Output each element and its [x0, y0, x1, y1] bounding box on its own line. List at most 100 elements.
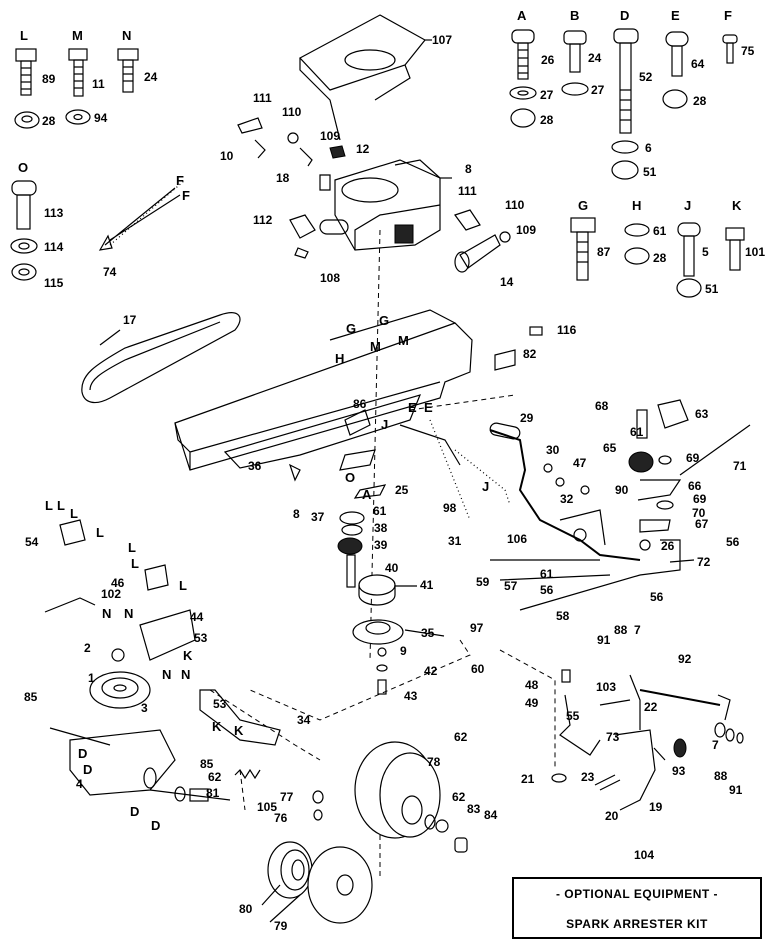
part-number: 55	[566, 709, 580, 723]
part-number: 83	[467, 802, 481, 816]
part-number: 2	[84, 641, 91, 655]
part-number: 17	[123, 313, 137, 327]
letter-label: O	[345, 470, 355, 485]
part-number: 8	[293, 507, 300, 521]
part-number: 114	[44, 240, 64, 254]
letter-label: J	[684, 198, 691, 213]
part-number: 105	[257, 800, 277, 814]
part-number: 24	[144, 70, 158, 84]
part-number: 101	[745, 245, 765, 259]
optional-equipment-box: - OPTIONAL EQUIPMENT - SPARK ARRESTER KI…	[512, 877, 762, 939]
letter-label: G	[578, 198, 588, 213]
part-number: 103	[596, 680, 616, 694]
part-number: 23	[581, 770, 595, 784]
wheel-80	[267, 841, 313, 899]
letter-label: A	[362, 487, 372, 502]
part-number: 91	[597, 633, 611, 647]
part-number: 28	[653, 251, 667, 265]
part-number: 65	[603, 441, 617, 455]
choke-lever-group	[237, 117, 313, 167]
carburetor-assembly-8	[334, 159, 441, 251]
brake-linkage	[399, 422, 641, 611]
part-number: 109	[516, 223, 536, 237]
part-number: 52	[639, 70, 653, 84]
part-number: 27	[540, 88, 554, 102]
part-number: 110	[505, 198, 525, 212]
part-number: 12	[356, 142, 370, 156]
letter-label: K	[183, 648, 193, 663]
letter-label: B	[570, 8, 579, 23]
letter-label: A	[517, 8, 527, 23]
part-number: 62	[208, 770, 222, 784]
part-number: 51	[643, 165, 657, 179]
letter-label: D	[620, 8, 629, 23]
part-number: 69	[693, 492, 707, 506]
part-number: 69	[686, 451, 700, 465]
part-number: 68	[595, 399, 609, 413]
hardware-bolts	[10, 28, 745, 298]
idler-bracket-44-53	[111, 609, 196, 662]
deck-lift-group	[628, 399, 751, 576]
part-number: 74	[103, 265, 117, 279]
tire-79	[307, 846, 373, 924]
part-number: 72	[697, 555, 711, 569]
part-number: 84	[484, 808, 498, 822]
part-number: 5	[702, 245, 709, 259]
part-number: 112	[253, 213, 273, 227]
part-number: 36	[248, 459, 262, 473]
part-number: 113	[44, 206, 64, 220]
part-number: 78	[427, 755, 441, 769]
part-number: 62	[452, 790, 466, 804]
letter-label: D	[78, 746, 87, 761]
letter-label: L	[96, 525, 104, 540]
part-number: 49	[525, 696, 539, 710]
letter-label: F	[176, 173, 184, 188]
part-number: 27	[591, 83, 605, 97]
hardware-number-labels: 89 28 11 94 24 113 114 115 26 27 28 24 2…	[42, 44, 765, 296]
part-number: 89	[42, 72, 56, 86]
part-number: 97	[470, 621, 484, 635]
part-number: 54	[25, 535, 39, 549]
part-number: 22	[644, 700, 658, 714]
part-number: 80	[239, 902, 253, 916]
hardware-letter-labels: L M N O A B D E F G H J K	[18, 8, 742, 213]
part-number: 20	[605, 809, 619, 823]
transaxle-4	[49, 727, 231, 802]
letter-label: E	[408, 400, 417, 415]
part-number: 24	[588, 51, 602, 65]
part-number: 40	[385, 561, 399, 575]
part-number: 31	[448, 534, 462, 548]
part-number: 106	[507, 532, 527, 546]
drive-belt-17	[81, 312, 241, 404]
part-number: 51	[705, 282, 719, 296]
pulley-1	[89, 671, 151, 709]
part-number: 37	[311, 510, 325, 524]
part-number: 14	[500, 275, 514, 289]
part-number: 116	[557, 323, 577, 337]
part-number: 18	[276, 171, 290, 185]
letter-label: D	[130, 804, 139, 819]
part-number: 25	[395, 483, 409, 497]
letter-label: L	[20, 28, 28, 43]
part-number: 38	[374, 521, 388, 535]
letter-label: H	[632, 198, 641, 213]
guard-34	[199, 689, 281, 746]
part-number: 32	[560, 492, 574, 506]
letter-label: J	[381, 417, 388, 432]
part-number: 111	[458, 184, 477, 198]
label-leaders	[99, 39, 695, 923]
part-number: 73	[606, 730, 620, 744]
part-number: 58	[556, 609, 570, 623]
letter-label: M	[370, 339, 381, 354]
letter-label: H	[335, 351, 344, 366]
part-number: 10	[220, 149, 234, 163]
letter-label: F	[724, 8, 732, 23]
letter-label: K	[212, 719, 222, 734]
letter-label: L	[70, 506, 78, 521]
part-number: 110	[282, 105, 302, 119]
part-number: 62	[454, 730, 468, 744]
muffler-parts	[289, 145, 349, 259]
bracket-46	[144, 564, 169, 591]
part-number: 76	[274, 811, 288, 825]
letter-label: M	[398, 333, 409, 348]
